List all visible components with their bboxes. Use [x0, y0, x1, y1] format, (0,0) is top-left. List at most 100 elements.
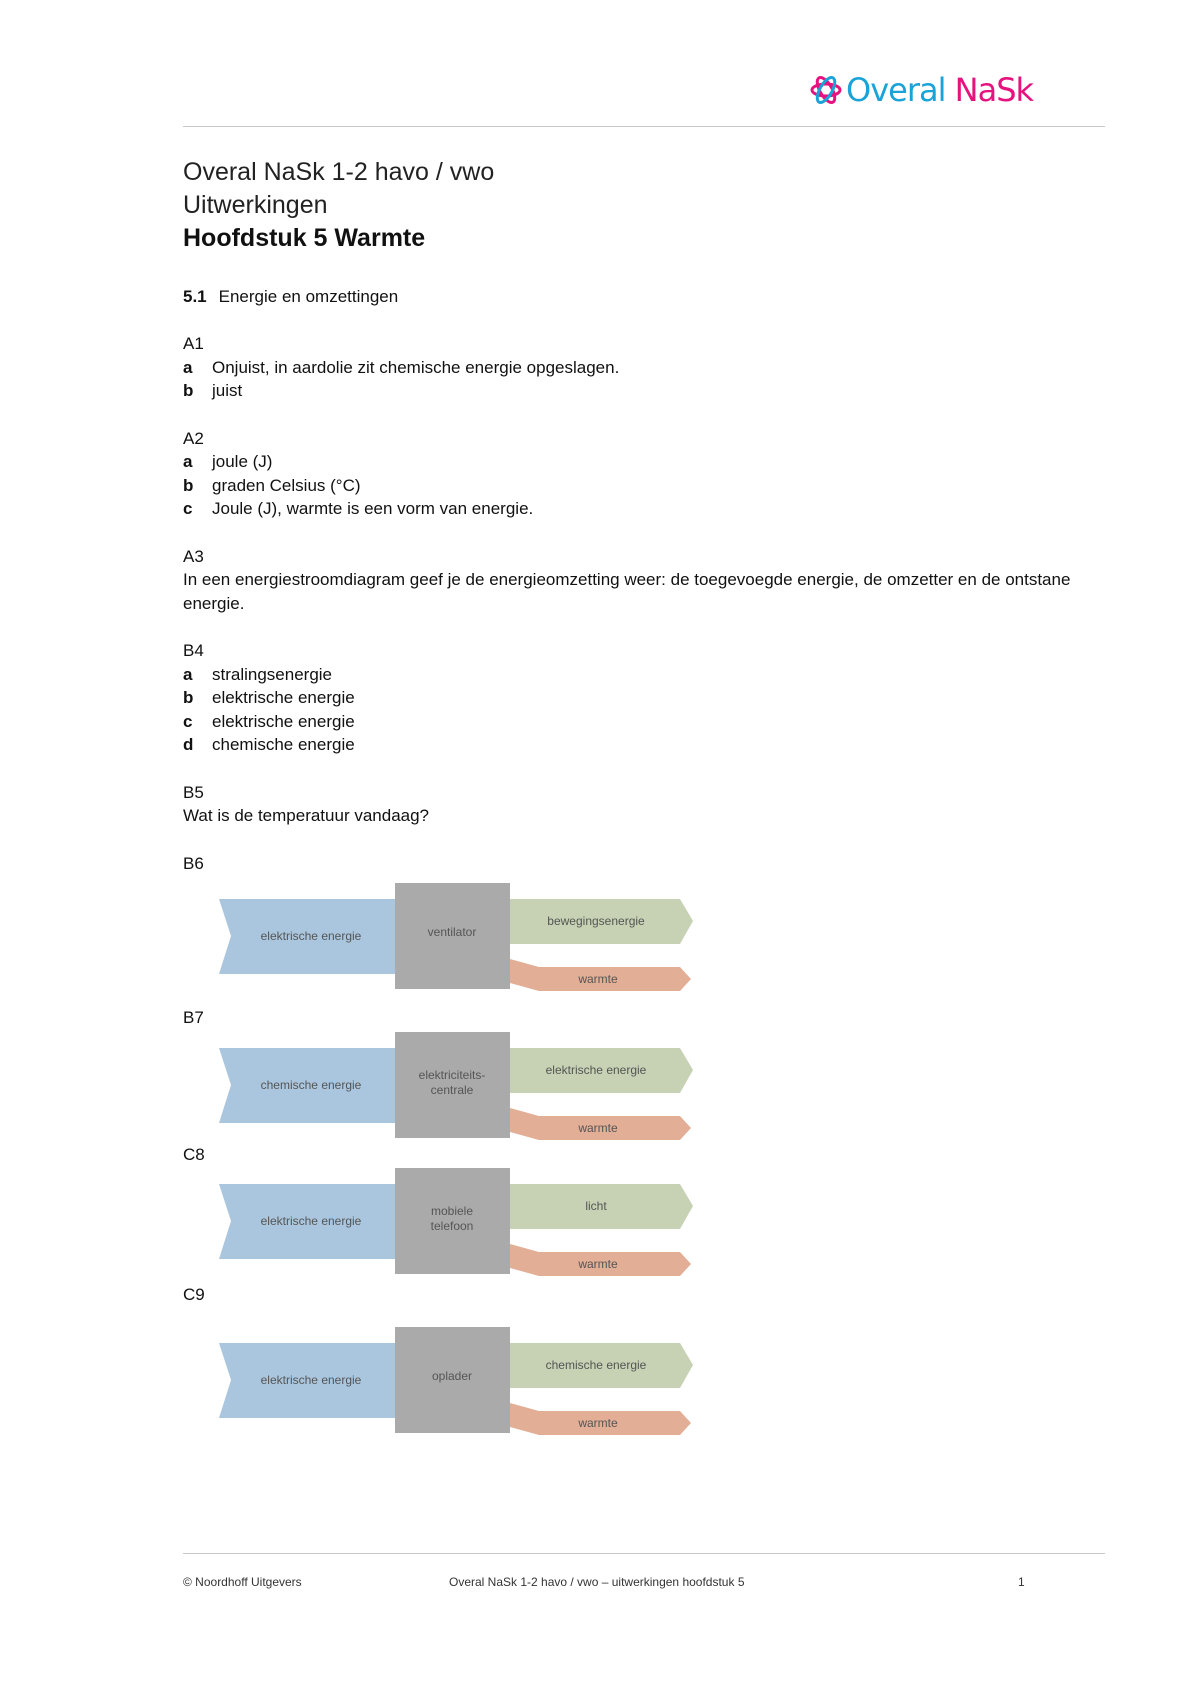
answer-text: elektrische energie — [212, 688, 355, 707]
loss-arrow — [510, 959, 691, 991]
section-title: Energie en omzettingen — [218, 287, 399, 306]
question-a3: A3 In een energiestroomdiagram geef je d… — [183, 545, 1083, 616]
question-c9: C9 — [183, 1283, 1083, 1307]
answer-row: d chemische energie — [183, 733, 1083, 757]
question-id: B4 — [183, 641, 204, 660]
answer-letter: a — [183, 452, 193, 471]
question-id: B5 — [183, 782, 204, 802]
converter-label-line: telefoon — [431, 1219, 474, 1233]
input-label: elektrische energie — [261, 1373, 362, 1387]
answer-text: In een energiestroomdiagram geef je de e… — [183, 570, 1071, 613]
question-b6: B6 — [183, 852, 1083, 876]
question-id: A2 — [183, 428, 204, 448]
question-c8: C8 — [183, 1143, 1083, 1167]
input-arrow — [219, 1047, 396, 1123]
converter-label-line: oplader — [432, 1369, 472, 1383]
answer-letter: d — [183, 735, 194, 754]
brand-wordmark: Overal NaSk — [846, 71, 1034, 109]
output-label: elektrische energie — [546, 1063, 647, 1077]
document-body: Overal NaSk 1-2 havo / vwo Uitwerkingen … — [183, 156, 1083, 1438]
page-number: 1 — [1018, 1575, 1025, 1589]
question-id: A1 — [183, 334, 204, 353]
question-b7: B7 — [183, 1006, 1083, 1030]
energy-flow-diagram: elektrische energie oplader chemische en… — [183, 1323, 703, 1438]
converter-label-line: mobiele — [431, 1204, 473, 1218]
chapter-title: Hoofdstuk 5 Warmte — [183, 224, 426, 252]
answer-letter: a — [183, 357, 193, 377]
footer-title: Overal NaSk 1-2 havo / vwo – uitwerkinge… — [449, 1575, 745, 1589]
answer-row: c elektrische energie — [183, 710, 1083, 734]
brand-logo: Overal NaSk — [810, 68, 1034, 112]
question-b5: B5 Wat is de temperatuur vandaag? — [183, 781, 1083, 828]
loss-label: warmte — [577, 1257, 618, 1271]
loss-label: warmte — [577, 1121, 618, 1135]
answer-text: joule (J) — [212, 452, 273, 471]
input-label: chemische energie — [261, 1078, 362, 1092]
answer-letter: b — [183, 381, 194, 400]
energy-flow-svg: elektrische energie oplader chemische en… — [219, 1326, 693, 1435]
question-id: A3 — [183, 546, 204, 566]
converter-box — [395, 1326, 510, 1433]
question-id: C8 — [183, 1144, 205, 1164]
answer-row: c Joule (J), warmte is een vorm van energ… — [183, 497, 1083, 521]
output-arrow — [510, 1184, 693, 1229]
input-label: elektrische energie — [261, 929, 362, 943]
footer-divider — [183, 1553, 1105, 1554]
input-arrow — [219, 899, 396, 974]
converter-label: oplader — [432, 1369, 472, 1383]
converter-label-line: centrale — [431, 1083, 474, 1097]
document-subtitle: Uitwerkingen — [183, 191, 328, 219]
converter-label-line: elektriciteits- — [419, 1068, 486, 1082]
energy-flow-svg: chemische energie elektriciteits-central… — [219, 1031, 693, 1140]
answer-text: Wat is de temperatuur vandaag? — [183, 806, 430, 825]
output-label: bewegingsenergie — [547, 914, 645, 928]
answer-row: a joule (J) — [183, 450, 1083, 474]
answer-text: chemische energie — [212, 735, 355, 754]
input-arrow — [219, 1184, 396, 1259]
answer-letter: a — [183, 664, 193, 684]
answer-text: stralingsenergie — [212, 664, 333, 684]
energy-flow-diagram: chemische energie elektriciteits-central… — [183, 1028, 703, 1143]
answer-text: graden Celsius (°C) — [212, 475, 361, 495]
converter-label-line: ventilator — [428, 925, 477, 939]
answer-row: a stralingsenergie — [183, 663, 1083, 687]
section-heading: 5.1 Energie en omzettingen — [183, 285, 1083, 308]
answer-letter: c — [183, 499, 193, 518]
loss-arrow — [510, 1402, 691, 1435]
loss-label: warmte — [577, 972, 618, 986]
converter-label: elektriciteits-centrale — [419, 1068, 486, 1097]
loss-arrow — [510, 1107, 691, 1140]
question-a1: A1 a Onjuist, in aardolie zit chemische e… — [183, 332, 1083, 403]
question-id: B6 — [183, 853, 204, 873]
document-title: Overal NaSk 1-2 havo / vwo — [183, 158, 495, 186]
answer-text: Onjuist, in aardolie zit chemische energ… — [212, 357, 620, 377]
answer-letter: c — [183, 711, 193, 731]
converter-label: ventilator — [428, 925, 477, 939]
brand-word1: Overal — [846, 71, 946, 109]
output-arrow — [510, 899, 693, 944]
output-label: licht — [585, 1199, 607, 1213]
header-divider — [183, 126, 1105, 127]
converter-box — [395, 1168, 510, 1274]
section-number: 5.1 — [183, 287, 207, 306]
answer-text: elektrische energie — [212, 711, 355, 731]
loss-arrow — [510, 1244, 691, 1276]
output-arrow — [510, 1342, 693, 1388]
answer-text: juist — [212, 381, 243, 400]
output-label: chemische energie — [546, 1358, 647, 1372]
converter-box — [395, 883, 510, 989]
atom-icon — [810, 76, 842, 104]
brand-word2: NaSk — [954, 71, 1034, 109]
footer-copyright: © Noordhoff Uitgevers — [183, 1575, 302, 1589]
answer-text: Joule (J), warmte is een vorm van energi… — [212, 499, 534, 518]
input-arrow — [219, 1342, 396, 1418]
question-id: B7 — [183, 1008, 204, 1027]
